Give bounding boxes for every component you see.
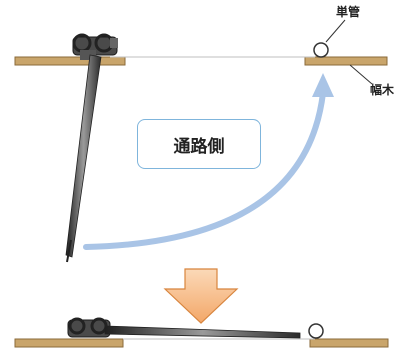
- board-label: 幅木: [370, 83, 395, 97]
- left-board-bottom: [14, 338, 124, 348]
- clamp-top: [72, 33, 118, 60]
- single-pipe-label: 単管: [336, 5, 361, 19]
- right-board-bottom: [309, 338, 389, 348]
- rotation-arrowhead: [312, 73, 334, 97]
- support-rod-bottom: [104, 325, 301, 339]
- single-pipe-circle-bottom: [308, 323, 324, 339]
- support-rod-top: [65, 54, 102, 263]
- left-board-top: [14, 56, 126, 66]
- rotation-arrow: [83, 90, 326, 250]
- right-board-top: [304, 56, 388, 66]
- passage-side-label: 通路側: [137, 119, 261, 169]
- down-arrow: [163, 268, 239, 324]
- single-pipe-leader: [325, 19, 346, 43]
- clamp-bottom: [67, 317, 111, 338]
- single-pipe-circle-top: [313, 42, 329, 58]
- board-leader: [349, 64, 373, 85]
